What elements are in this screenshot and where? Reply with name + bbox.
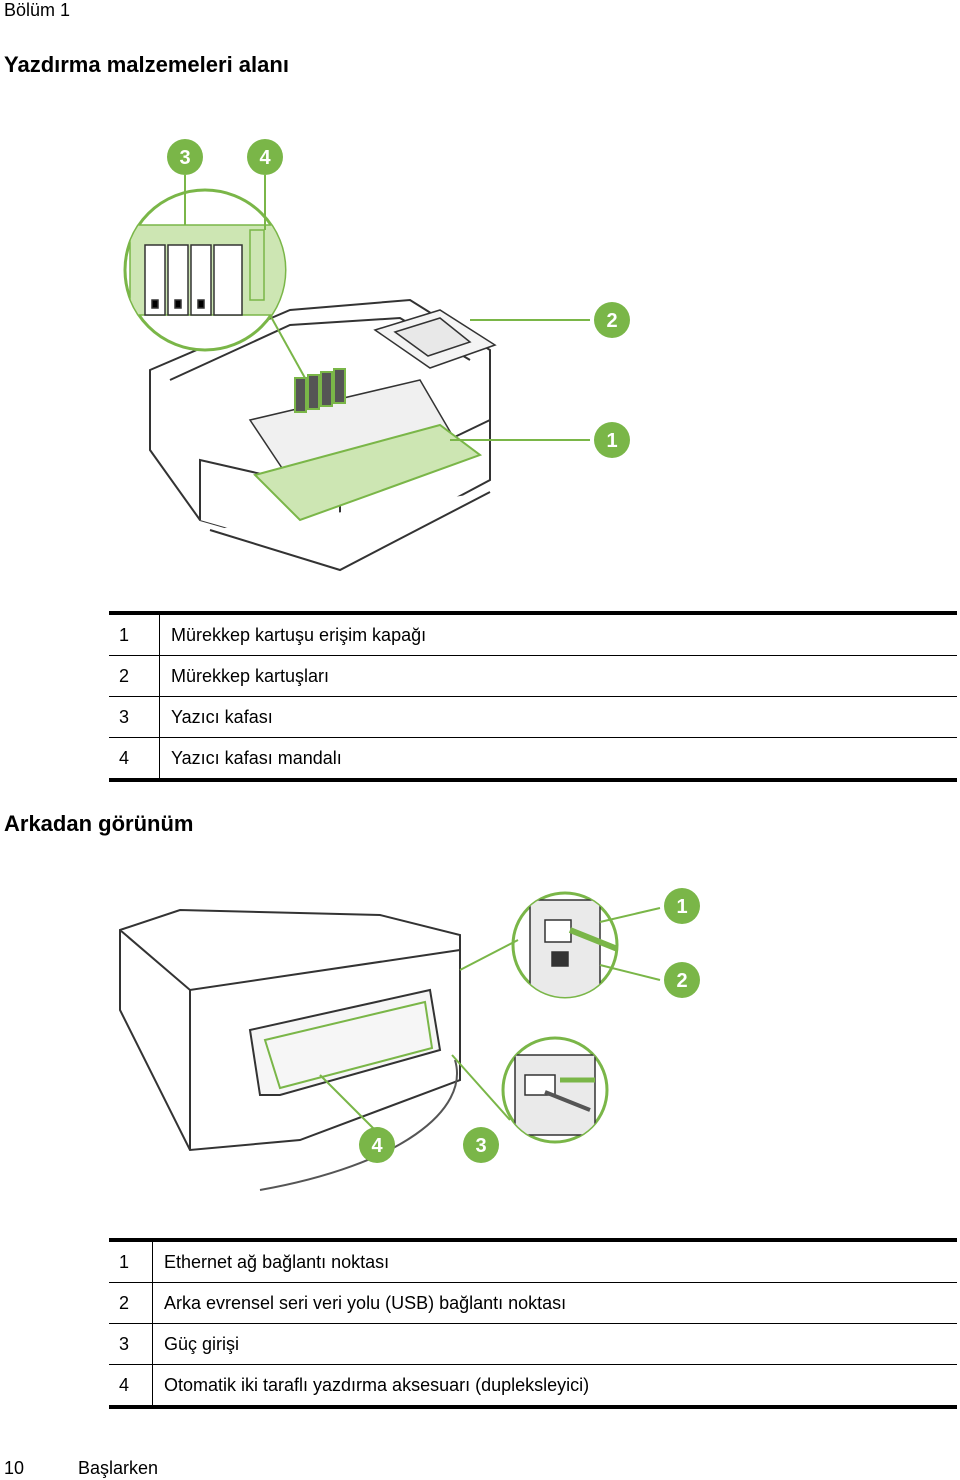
callout-4: 4 (359, 1127, 395, 1163)
legend-number: 2 (109, 1282, 153, 1324)
callout-1: 1 (664, 888, 700, 924)
svg-text:4: 4 (259, 147, 271, 169)
zoom-inset-ports (511, 891, 619, 999)
svg-text:4: 4 (371, 1135, 383, 1157)
legend-text: Mürekkep kartuşu erişim kapağı (171, 624, 427, 645)
table-row: 3 Güç girişi (109, 1323, 957, 1365)
printer-front-illustration: 3 4 2 1 (123, 139, 630, 572)
legend-number: 2 (109, 655, 160, 697)
svg-text:3: 3 (179, 147, 190, 169)
section-title-supplies: Yazdırma malzemeleri alanı (4, 52, 289, 77)
table-row: 1 Ethernet ağ bağlantı noktası (109, 1240, 957, 1283)
legend-number: 1 (109, 613, 160, 656)
page-number: 10 (4, 1458, 25, 1478)
callout-3: 3 (167, 139, 203, 175)
table-row: 4 Yazıcı kafası mandalı (109, 737, 957, 780)
callout-2: 2 (594, 302, 630, 338)
callout-4: 4 (247, 139, 283, 175)
printer-back-illustration: 1 2 3 4 (119, 888, 700, 1191)
supplies-legend-table: 1 Mürekkep kartuşu erişim kapağı 2 Mürek… (109, 611, 957, 782)
callout-1: 1 (594, 422, 630, 458)
legend-number: 4 (109, 1364, 153, 1407)
legend-number: 4 (109, 737, 160, 780)
legend-number: 3 (109, 1323, 153, 1365)
zoom-inset (123, 188, 306, 379)
section-title-back-view: Arkadan görünüm (4, 811, 194, 836)
printer-body (119, 908, 461, 1152)
legend-number: 1 (109, 1240, 153, 1283)
legend-number: 3 (109, 696, 160, 738)
duplexer-highlight (263, 1000, 434, 1090)
chapter-label: Bölüm 1 (4, 0, 71, 20)
back-view-legend-table: 1 Ethernet ağ bağlantı noktası 2 Arka ev… (109, 1238, 957, 1409)
table-row: 4 Otomatik iki taraflı yazdırma aksesuar… (109, 1364, 957, 1407)
legend-text: Yazıcı kafası mandalı (159, 737, 957, 780)
footer-title: Başlarken (78, 1458, 159, 1478)
callout-2: 2 (664, 962, 700, 998)
legend-text: Otomatik iki taraflı yazdırma aksesuarı … (152, 1364, 957, 1407)
legend-text: Yazıcı kafası (159, 696, 957, 738)
table-row: 3 Yazıcı kafası (109, 696, 957, 738)
callout-3: 3 (463, 1127, 499, 1163)
legend-text: Güç girişi (152, 1323, 957, 1365)
table-row: 1 Mürekkep kartuşu erişim kapağı (109, 613, 957, 656)
legend-text: Mürekkep kartuşları (159, 655, 957, 697)
svg-text:1: 1 (606, 430, 617, 452)
table-row: 2 Mürekkep kartuşları (109, 655, 957, 697)
cartridges-highlight (294, 368, 346, 413)
svg-text:2: 2 (676, 970, 687, 992)
table-row: 2 Arka evrensel seri veri yolu (USB) bağ… (109, 1282, 957, 1324)
svg-text:2: 2 (606, 310, 617, 332)
control-panel (373, 309, 497, 369)
access-door-highlight (253, 423, 483, 522)
svg-text:3: 3 (475, 1135, 486, 1157)
legend-text: Ethernet ağ bağlantı noktası (164, 1251, 390, 1272)
zoom-inset-power (501, 1036, 609, 1144)
legend-text: Arka evrensel seri veri yolu (USB) bağla… (152, 1282, 957, 1324)
svg-text:1: 1 (676, 896, 687, 918)
